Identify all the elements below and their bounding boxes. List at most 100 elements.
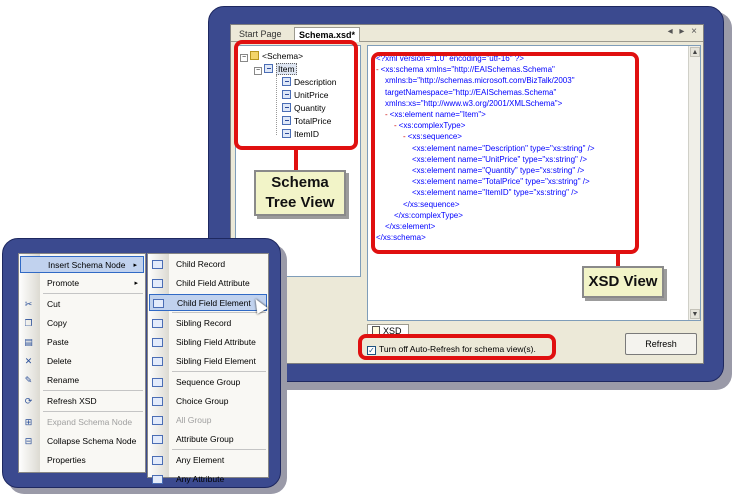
menu-item-any-attribute[interactable]: Any Attribute	[149, 471, 267, 488]
menu-item-child-field-attribute[interactable]: Child Field Attribute	[149, 275, 267, 292]
tree-connector	[276, 75, 277, 135]
menu-item-expand-schema-node[interactable]: ⊞Expand Schema Node	[20, 414, 144, 431]
tab-start-page[interactable]: Start Page	[239, 29, 282, 39]
xsd-scrollbar[interactable]: ▲ ▼	[688, 46, 700, 320]
tree-node-label: Quantity	[294, 103, 326, 113]
tree-node-schema[interactable]: −<Schema>	[240, 50, 303, 62]
xsd-collapse-toggle[interactable]: -	[385, 110, 388, 119]
schema-node-glyph	[152, 416, 163, 425]
menu-item-refresh-xsd[interactable]: ⟳ Refresh XSD	[20, 393, 144, 410]
menu-item-insert-schema-node[interactable]: Insert Schema Node▸	[20, 256, 144, 273]
tree-node-field[interactable]: TotalPrice	[282, 115, 331, 127]
folder-icon	[250, 51, 259, 60]
schema-node-glyph	[152, 435, 163, 444]
blank-icon	[23, 279, 34, 288]
field-element-icon	[282, 77, 291, 86]
menu-item-sibling-field-attribute[interactable]: Sibling Field Attribute	[149, 334, 267, 351]
menu-separator	[172, 449, 266, 450]
menu-separator	[43, 390, 143, 391]
callout-line: Tree View	[265, 194, 335, 211]
sibling-field-element-icon	[152, 357, 163, 366]
tree-node-label: Description	[294, 77, 337, 87]
attribute-group-icon	[152, 435, 163, 444]
field-element-icon	[282, 90, 291, 99]
xsd-line-text: <xs:sequence>	[407, 132, 462, 142]
menu-item-label: Collapse Schema Node	[47, 436, 137, 446]
menu-item-attribute-group[interactable]: Attribute Group	[149, 431, 267, 448]
xsd-line-text: <xs:schema xmlns="http://EAISchemas.Sche…	[380, 65, 555, 75]
menu-item-label: Choice Group	[176, 396, 229, 406]
menu-item-label: Sibling Record	[176, 318, 232, 328]
xsd-line-text: <xs:complexType>	[398, 121, 466, 131]
refresh-xsd-icon: ⟳	[24, 396, 33, 406]
tab-nav-controls[interactable]: ◂ ▸ ×	[667, 26, 699, 37]
menu-item-child-record[interactable]: Child Record	[149, 256, 267, 273]
xsd-line-text: xmlns:xs="http://www.w3.org/2001/XMLSche…	[385, 98, 563, 108]
tree-node-field[interactable]: UnitPrice	[282, 89, 328, 101]
menu-item-any-element[interactable]: Any Element	[149, 452, 267, 469]
tree-node-field[interactable]: Quantity	[282, 102, 326, 114]
schema-node-glyph	[152, 260, 163, 269]
tree-node-field[interactable]: Description	[282, 76, 337, 88]
menu-item-label: Paste	[47, 337, 69, 347]
schema-node-glyph	[152, 397, 163, 406]
menu-item-label: Promote	[47, 278, 80, 288]
xsd-collapse-toggle[interactable]: -	[403, 132, 406, 142]
collapse-icon[interactable]: −	[240, 54, 248, 62]
schema-node-glyph	[152, 279, 163, 288]
menu-separator	[172, 312, 266, 313]
document-tab-strip: Start Page Schema.xsd* ◂ ▸ ×	[231, 25, 703, 42]
menu-item-cut[interactable]: ✂Cut	[20, 296, 144, 313]
choice-group-icon	[152, 397, 163, 406]
schema-context-menu: Insert Schema Node▸ Promote▸ ✂Cut ❐Copy ▤Pas…	[18, 253, 146, 473]
menu-item-label: Sequence Group	[176, 377, 241, 387]
tab-xsd-label: XSD	[383, 326, 402, 336]
menu-item-label: Child Field Attribute	[176, 278, 250, 288]
menu-item-properties[interactable]: Properties	[20, 452, 144, 469]
xsd-line-text: </xs:sequence>	[403, 199, 460, 209]
blank-icon	[24, 261, 35, 270]
refresh-button[interactable]: Refresh	[625, 333, 697, 355]
field-element-icon	[282, 103, 291, 112]
tree-node-item[interactable]: − Item	[254, 63, 297, 75]
menu-item-label: Refresh XSD	[47, 396, 97, 406]
record-icon	[264, 64, 273, 73]
xsd-highlight-box	[371, 52, 639, 254]
callout-line: Schema	[271, 174, 329, 191]
menu-item-choice-group[interactable]: Choice Group	[149, 393, 267, 410]
xsd-line-text: <xs:element name="Quantity" type="xs:str…	[412, 166, 585, 175]
child-record-icon	[152, 260, 163, 269]
schema-node-glyph	[152, 319, 163, 328]
xsd-line-text: <xs:element name="ItemID" type="xs:strin…	[412, 188, 579, 198]
blank-icon	[23, 456, 34, 465]
any-attribute-icon	[152, 475, 163, 484]
menu-item-child-field-element[interactable]: Child Field Element	[149, 294, 267, 311]
auto-refresh-option[interactable]: ✓Turn off Auto-Refresh for schema view(s…	[367, 343, 567, 356]
scroll-down-icon[interactable]: ▼	[690, 309, 700, 319]
menu-item-delete[interactable]: ✕Delete	[20, 353, 144, 370]
xsd-line: -<xs:sequence>	[403, 132, 462, 142]
menu-item-rename[interactable]: ✎Rename	[20, 372, 144, 389]
tree-node-field[interactable]: ItemID	[282, 128, 319, 140]
menu-item-copy[interactable]: ❐Copy	[20, 315, 144, 332]
menu-item-sibling-field-element[interactable]: Sibling Field Element	[149, 353, 267, 370]
tree-node-label: Item	[276, 63, 297, 75]
tree-highlight-box	[234, 40, 358, 150]
xsd-collapse-toggle[interactable]: -	[394, 121, 397, 131]
menu-item-promote[interactable]: Promote▸	[20, 275, 144, 292]
field-element-icon	[282, 116, 291, 125]
menu-item-collapse-schema-node[interactable]: ⊟Collapse Schema Node	[20, 433, 144, 450]
menu-item-sequence-group[interactable]: Sequence Group	[149, 374, 267, 391]
menu-item-sibling-record[interactable]: Sibling Record	[149, 315, 267, 332]
menu-item-label: All Group	[176, 415, 212, 425]
menu-item-paste[interactable]: ▤Paste	[20, 334, 144, 351]
tab-schema-xsd[interactable]: Schema.xsd*	[294, 27, 361, 42]
menu-separator	[43, 411, 143, 412]
xsd-collapse-toggle[interactable]: -	[376, 65, 379, 75]
auto-refresh-checkbox[interactable]: ✓	[367, 346, 376, 355]
scroll-up-icon[interactable]: ▲	[690, 47, 700, 57]
xsd-line-text: <xs:element name="Description" type="xs:…	[412, 143, 595, 153]
collapse-icon[interactable]: −	[254, 67, 262, 75]
menu-item-all-group[interactable]: All Group	[149, 412, 267, 429]
